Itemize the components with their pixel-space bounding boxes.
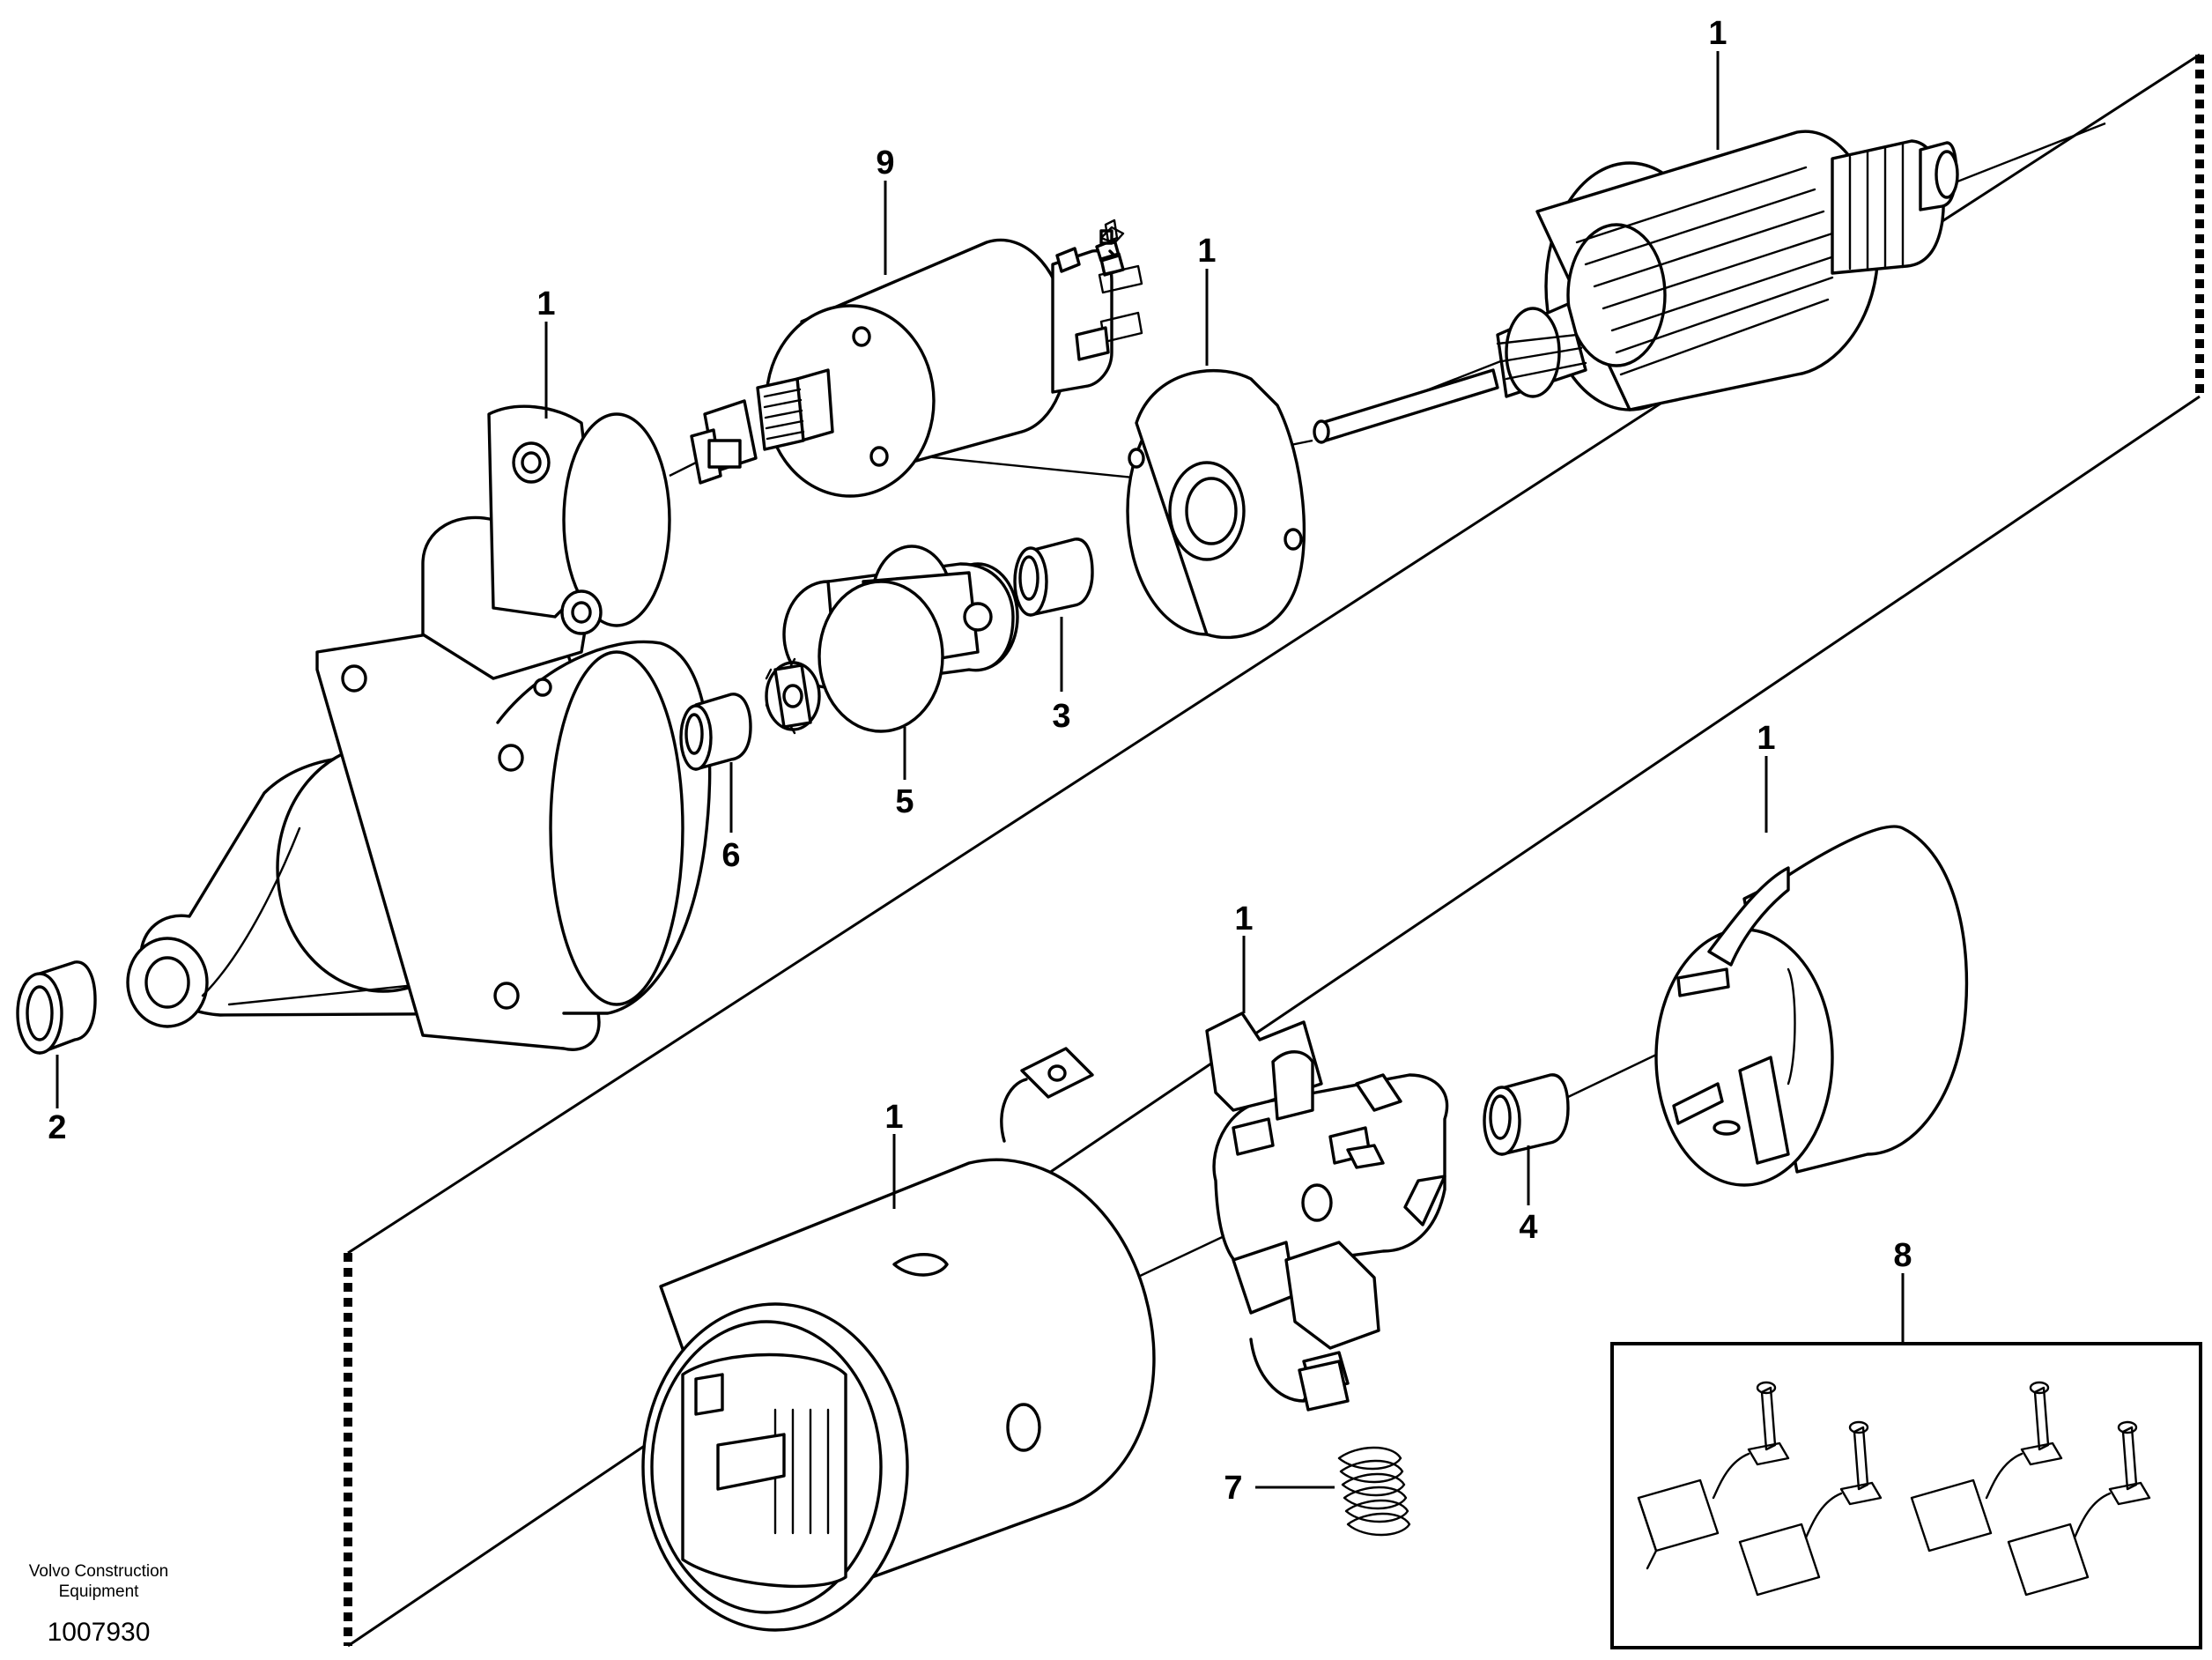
brush-kit [1610,1342,2202,1649]
callout-pinion-drive: 5 [895,783,914,820]
bushing-6 [679,693,752,771]
publisher-line-2: Equipment [59,1582,140,1601]
armature [1313,130,1959,444]
brush-holder-plate [1205,1012,1449,1412]
leader-lines [55,51,1905,1489]
commutator-end-cover [1654,825,1969,1187]
drawing-number: 1007930 [48,1618,151,1647]
brush-set-4 [2007,1420,2151,1597]
drive-end-housing [126,404,712,1051]
bushing-4 [1483,1073,1570,1156]
intermediate-bearing-plate [1126,368,1306,640]
solenoid-switch [690,219,1143,498]
brush-set-2 [1738,1420,1883,1597]
bushing-3 [1013,537,1094,617]
callout-bushing-6: 6 [721,837,740,874]
brush-set-1 [1637,1381,1790,1570]
brush-set-3 [1910,1381,2063,1553]
yoke-field-frame [641,1047,1156,1632]
pinion-drive [765,545,1019,735]
callout-brush-holder: 1 [1234,900,1253,937]
callout-drive-housing: 1 [536,285,555,322]
callout-bearing-plate: 1 [1197,233,1216,270]
callout-yoke: 1 [884,1099,903,1136]
callout-bushing-front: 2 [48,1109,66,1146]
callout-end-cover: 1 [1757,720,1775,757]
brush-spring [1337,1446,1411,1537]
callout-spring: 7 [1224,1470,1242,1507]
callout-armature: 1 [1708,15,1727,52]
callout-labels: 1 9 1 1 2 6 5 3 1 1 1 4 7 8 [48,15,1912,1507]
callout-brush-kit: 8 [1893,1237,1912,1274]
bushing-front [16,960,97,1055]
callout-bushing-4: 4 [1519,1209,1537,1246]
callout-solenoid: 9 [876,145,894,182]
publisher-line-1: Volvo Construction [29,1562,168,1581]
callout-bushing-3: 3 [1052,698,1070,735]
footer: Volvo Construction Equipment 1007930 [29,1562,168,1647]
